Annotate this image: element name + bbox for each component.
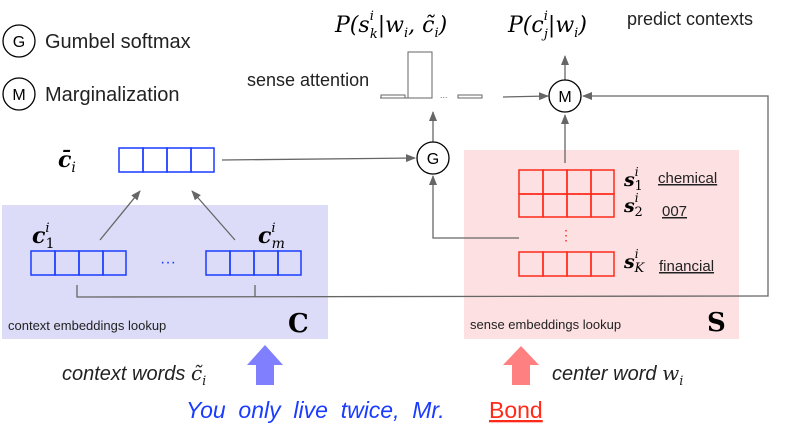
legend-marginalization: M Marginalization [2,77,180,111]
attention-bar [407,51,433,99]
legend-gumbel-label: Gumbel softmax [45,31,191,53]
sense-1-word: chemical [658,170,717,187]
legend-marginalization-label: Marginalization [45,84,180,106]
sense-lookup-label: sense embeddings lookup [470,317,621,332]
gumbel-symbol: G [13,34,25,51]
context-words-label: context words c̃i [62,361,206,389]
sense-k-word: financial [659,258,714,275]
attention-dots: ... [440,90,448,100]
legend-gumbel: G Gumbel softmax [2,24,191,58]
predict-contexts-label: predict contexts [627,9,753,29]
center-word-label: center word wi [552,361,683,389]
marginalization-node [548,79,582,113]
marginalization-node-label: M [558,89,571,106]
c-bar-vector [118,147,215,173]
attention-bar [380,94,406,99]
attention-bars [380,51,483,99]
sense-region [464,150,739,339]
sentence-center-word: Bond [489,397,543,423]
sense-matrix-label: S [707,308,726,338]
sentence-context-words: You only live twice, Mr. [186,397,445,423]
sense-2-word: 007 [662,203,687,220]
attention-bar [457,94,483,99]
sense-vector-k [518,251,615,277]
context-matrix-label: C [288,309,309,339]
context-vector-m [205,250,302,276]
marginalization-symbol: M [12,87,25,104]
center-arrow-icon [503,346,539,385]
context-dots: ··· [160,254,176,271]
gumbel-node [416,141,450,175]
context-vector-1 [30,250,127,276]
context-arrow-icon [247,345,283,385]
sense-matrix-top [518,169,615,218]
marginalization-icon [2,77,36,111]
sense-vdots: ⋮ [559,228,573,244]
gumbel-icon [2,24,36,58]
sense-attention-label: sense attention [247,70,369,90]
gumbel-node-label: G [427,151,439,168]
context-region [2,205,328,339]
context-lookup-label: context embeddings lookup [8,318,166,333]
c-bar-label: c̄i [58,147,76,176]
